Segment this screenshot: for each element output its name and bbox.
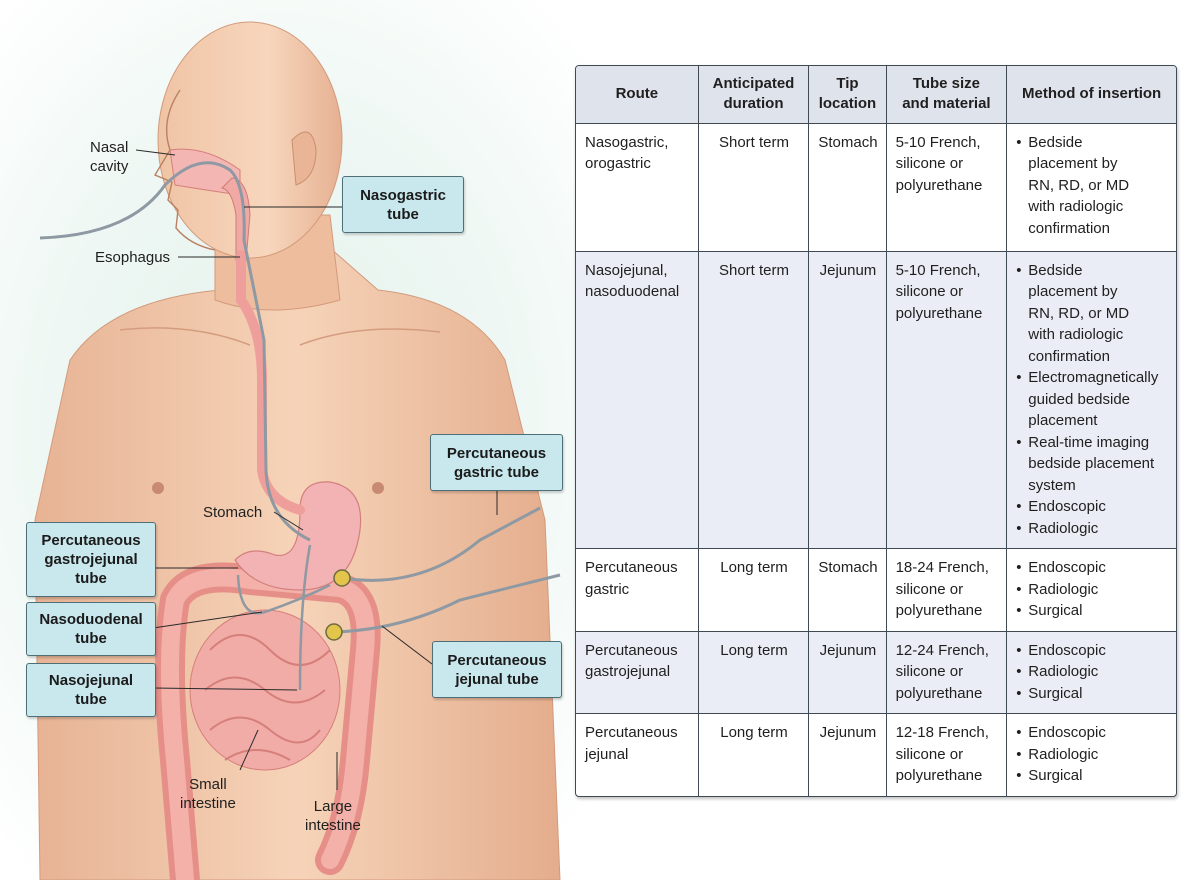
tube-size-cell: 12-24 French, silicone or polyurethane [886, 631, 1008, 714]
nasogastric-tube-line [39, 161, 311, 542]
anatomy-illustration [34, 21, 561, 880]
duration-cell: Long term [698, 631, 810, 714]
route-cell: Percutaneous gastric [576, 548, 699, 632]
method-item: Radiologic [1016, 518, 1168, 540]
method-item: Bedside placement by RN, RD, or MD with … [1016, 260, 1168, 368]
header-method: Method of insertion [1006, 66, 1176, 124]
method-list: Bedside placement by RN, RD, or MD with … [1016, 260, 1168, 540]
tip-location-cell: Jejunum [808, 251, 887, 549]
esophagus-label: Esophagus [95, 249, 171, 266]
route-cell: Nasojejunal, nasoduodenal [576, 251, 699, 549]
header-route: Route [576, 66, 699, 124]
header-duration: Anticipated duration [698, 66, 810, 124]
method-item: Bedside placement by RN, RD, or MD with … [1016, 132, 1168, 240]
method-item: Radiologic [1016, 661, 1168, 683]
percutaneous-gastric-tube-callout: Percutaneous gastric tube [430, 434, 563, 491]
percutaneous-jejunal-tube-line [333, 573, 561, 634]
small-intestine-label: Small intestine [180, 776, 236, 812]
method-item: Surgical [1016, 765, 1168, 787]
duration-cell: Long term [698, 713, 810, 796]
method-item: Surgical [1016, 600, 1168, 622]
method-item: Endoscopic [1016, 722, 1168, 744]
tip-location-cell: Stomach [808, 548, 887, 632]
method-item: Surgical [1016, 683, 1168, 705]
gastrojejunal-tube-line [236, 574, 331, 615]
header-tip-location: Tip location [808, 66, 887, 124]
method-list: EndoscopicRadiologicSurgical [1016, 722, 1168, 787]
method-item: Endoscopic [1016, 496, 1168, 518]
esophagus-organ [236, 250, 305, 515]
tip-location-cell: Jejunum [808, 713, 887, 796]
feeding-tube-table: Route Anticipated duration Tip location … [575, 65, 1177, 797]
route-cell: Percutaneous jejunal [576, 713, 699, 796]
duration-cell: Long term [698, 548, 810, 632]
nasoduodenal-tube-callout: Nasoduodenal tube [26, 602, 156, 656]
table-header-row: Route Anticipated duration Tip location … [576, 66, 1176, 124]
method-item: Radiologic [1016, 579, 1168, 601]
nasogastric-tube-callout: Nasogastric tube [342, 176, 464, 233]
large-intestine-inner [161, 568, 375, 880]
tube-size-cell: 12-18 French, silicone or polyurethane [886, 713, 1008, 796]
feeding-tube-table-grid: Route Anticipated duration Tip location … [576, 66, 1176, 796]
method-item: Endoscopic [1016, 640, 1168, 662]
leader-lines [135, 149, 498, 790]
percutaneous-jejunal-tube-callout: Percutaneous jejunal tube [432, 641, 562, 698]
stomach-organ [234, 481, 362, 591]
gastric-port [333, 569, 351, 587]
nipple-left [152, 482, 164, 494]
collarbone-right [299, 328, 441, 346]
nasojejunal-tube-line [298, 544, 312, 691]
percutaneous-gastrojejunal-tube-callout: Percutaneous gastrojejunal tube [26, 522, 156, 597]
route-cell: Nasogastric, orogastric [576, 123, 699, 252]
tube-size-cell: 18-24 French, silicone or polyurethane [886, 548, 1008, 632]
method-item: Radiologic [1016, 744, 1168, 766]
method-item: Real-time imaging bedside placement syst… [1016, 432, 1168, 497]
face-profile [153, 89, 216, 251]
method-item: Electromagnetically guided bedside place… [1016, 367, 1168, 432]
method-cell: Bedside placement by RN, RD, or MD with … [1006, 123, 1176, 252]
ear [291, 131, 317, 186]
method-item: Endoscopic [1016, 557, 1168, 579]
route-cell: Percutaneous gastrojejunal [576, 631, 699, 714]
jejunal-port [325, 623, 343, 641]
tip-location-cell: Jejunum [808, 631, 887, 714]
header-tube-size: Tube size and material [886, 66, 1008, 124]
method-list: EndoscopicRadiologicSurgical [1016, 557, 1168, 622]
method-cell: EndoscopicRadiologicSurgical [1006, 548, 1176, 632]
collarbone-left [119, 327, 251, 346]
percutaneous-gastric-tube-line [341, 506, 541, 582]
tip-location-cell: Stomach [808, 123, 887, 252]
method-cell: EndoscopicRadiologicSurgical [1007, 714, 1176, 796]
method-list: Bedside placement by RN, RD, or MD with … [1016, 132, 1168, 240]
stomach-label: Stomach [203, 504, 263, 521]
method-cell: Bedside placement by RN, RD, or MD with … [1006, 251, 1176, 549]
head [157, 21, 343, 259]
nipple-right [372, 482, 384, 494]
tube-size-cell: 5-10 French, silicone or polyurethane [886, 123, 1008, 252]
nasal-cavity-label: Nasal cavity [90, 139, 129, 175]
duration-cell: Short term [698, 251, 810, 549]
large-intestine-label: Large intestine [305, 798, 361, 834]
method-list: EndoscopicRadiologicSurgical [1016, 640, 1168, 705]
method-cell: EndoscopicRadiologicSurgical [1006, 631, 1176, 714]
nasojejunal-tube-callout: Nasojejunal tube [26, 663, 156, 717]
tube-size-cell: 5-10 French, silicone or polyurethane [886, 251, 1008, 549]
duration-cell: Short term [698, 123, 810, 252]
